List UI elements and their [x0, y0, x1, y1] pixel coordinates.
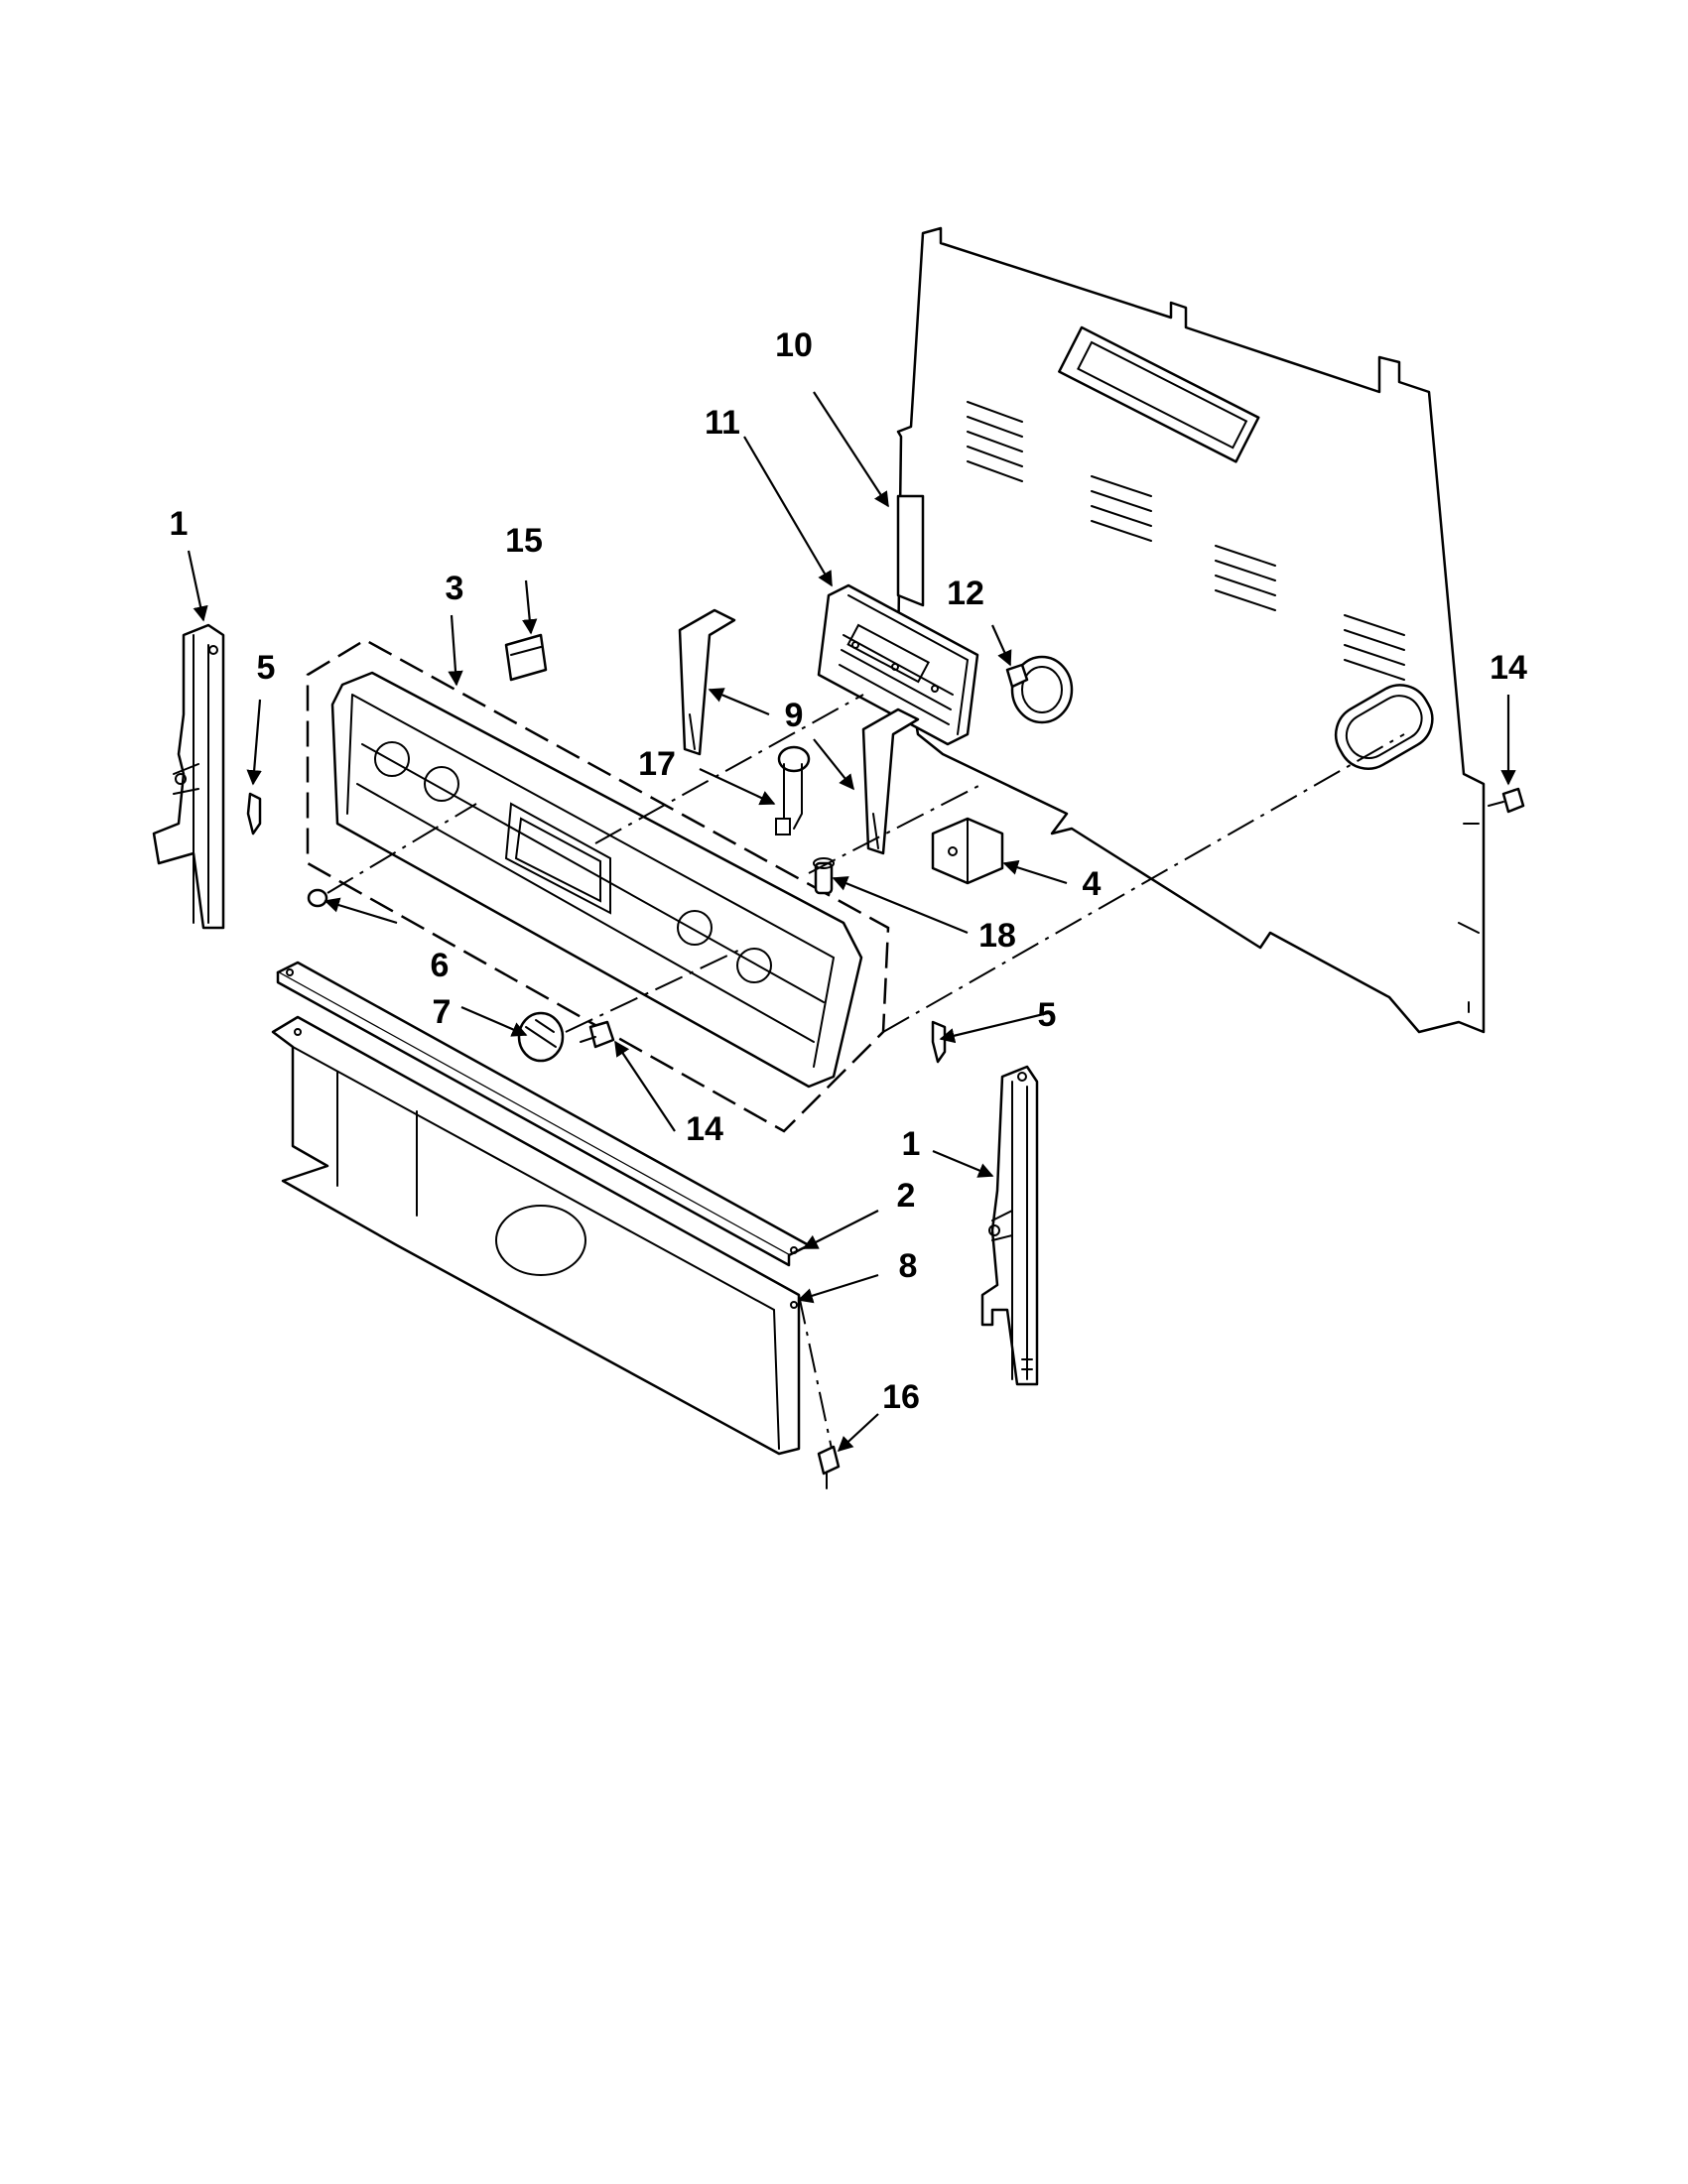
grommet-part-12 — [1010, 655, 1074, 724]
clip-part-5-right — [931, 1020, 947, 1064]
callout-2: 2 — [897, 1177, 916, 1215]
leader-arrows — [187, 391, 1516, 1453]
knob-part-7 — [517, 1011, 565, 1063]
callout-6: 6 — [431, 947, 450, 984]
callout-8: 8 — [899, 1247, 918, 1285]
callout-1-right: 1 — [902, 1125, 921, 1163]
callout-4: 4 — [1083, 865, 1102, 903]
vent-slots-far-right — [1344, 614, 1405, 681]
callout-14-rear: 14 — [1490, 649, 1527, 687]
end-cap-right — [980, 1065, 1039, 1386]
callout-1-left: 1 — [170, 505, 189, 543]
control-panel — [330, 671, 863, 1089]
callout-3: 3 — [446, 570, 464, 607]
callout-14-front: 14 — [686, 1110, 723, 1148]
vent-slots-right — [1215, 545, 1276, 611]
callout-10: 10 — [775, 326, 813, 364]
callout-16: 16 — [882, 1378, 920, 1416]
rear-backguard-panel — [896, 226, 1486, 1034]
vent-slots-mid — [1091, 475, 1152, 542]
lower-front-panel — [271, 1015, 801, 1456]
callout-5-right: 5 — [1038, 996, 1057, 1034]
bracket-lower — [861, 707, 920, 855]
callout-11: 11 — [705, 404, 740, 442]
clip-part-15 — [504, 633, 548, 682]
screw-part-14-front — [580, 1020, 615, 1049]
screw-part-12 — [1005, 663, 1029, 689]
electronic-control-board — [817, 583, 979, 746]
indicator-part-18 — [813, 857, 835, 895]
callout-18: 18 — [978, 917, 1016, 955]
manifold-panel — [276, 961, 811, 1267]
assembly-lines — [326, 694, 1405, 1450]
callout-15: 15 — [505, 522, 543, 560]
callout-12: 12 — [947, 575, 984, 612]
bracket-upper — [678, 608, 736, 756]
knob-insert-part-6 — [307, 888, 328, 908]
callout-labels: 1 1 2 3 4 5 5 6 7 8 9 10 11 12 14 14 15 … — [170, 326, 1527, 1416]
end-cap-left — [152, 623, 225, 930]
callout-7: 7 — [433, 993, 452, 1031]
callout-5-left: 5 — [257, 649, 276, 687]
switch-part-17 — [775, 745, 811, 835]
switch-box-part-4 — [931, 817, 1004, 885]
screw-part-14-rear — [1488, 787, 1525, 814]
clip-part-5-left — [246, 792, 262, 835]
vent-slots-left — [967, 401, 1023, 482]
screw-part-16 — [817, 1445, 841, 1489]
callout-17: 17 — [638, 745, 676, 783]
callout-9: 9 — [785, 697, 804, 734]
